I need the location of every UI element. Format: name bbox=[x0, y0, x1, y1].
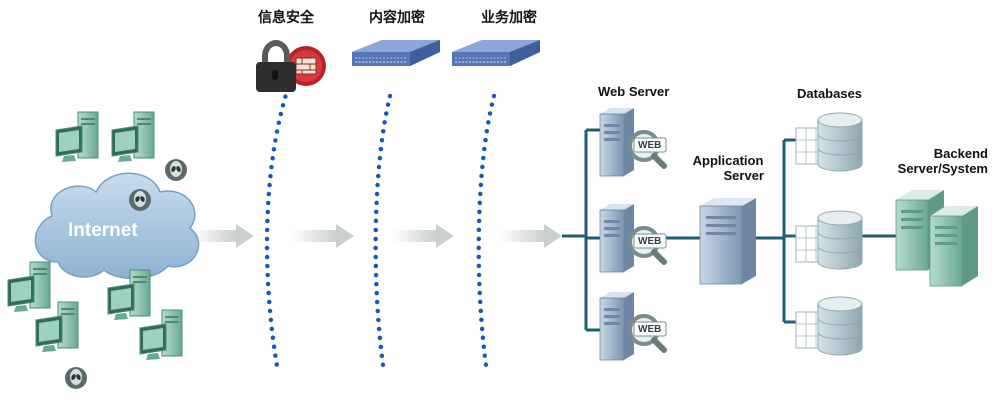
backend-server-icon bbox=[929, 205, 979, 287]
web-server-label: Web Server bbox=[598, 84, 670, 99]
backend-label-line2: Server/System bbox=[897, 161, 988, 176]
application-server-label-line1: Application bbox=[692, 153, 764, 168]
database-icon bbox=[795, 112, 863, 172]
network-appliance-icon bbox=[351, 39, 441, 67]
business-encryption-dotted-line bbox=[476, 93, 497, 375]
application-server-label-line2: Server bbox=[723, 168, 764, 183]
security-dotted-line bbox=[264, 85, 291, 375]
client-computer-icon bbox=[55, 111, 99, 163]
flow-arrow bbox=[500, 224, 562, 248]
client-computer-icon bbox=[7, 261, 51, 313]
flow-arrow bbox=[192, 224, 254, 248]
content-encryption-dotted-line bbox=[373, 93, 393, 375]
lock-firewall-icon bbox=[256, 40, 326, 92]
database-icon bbox=[795, 210, 863, 270]
internet-cloud bbox=[34, 172, 200, 280]
network-appliance-icon bbox=[451, 39, 541, 67]
network-connectors bbox=[562, 128, 896, 332]
database-icon bbox=[795, 296, 863, 356]
databases-label: Databases bbox=[797, 86, 863, 101]
alien-threat-icon bbox=[165, 159, 187, 181]
security-label: 信息安全 bbox=[258, 10, 314, 26]
backend-label-line1: Backend bbox=[933, 146, 988, 161]
alien-threat-icon bbox=[65, 367, 87, 389]
web-badge: WEB bbox=[638, 324, 662, 335]
flow-arrow bbox=[392, 224, 454, 248]
client-computer-icon bbox=[35, 301, 79, 353]
web-badge: WEB bbox=[638, 236, 662, 247]
web-badge: WEB bbox=[638, 140, 662, 151]
alien-threat-icon bbox=[129, 189, 151, 211]
client-computer-icon bbox=[139, 309, 183, 361]
client-computer-icon bbox=[111, 111, 155, 163]
backend-label: Backend Server/System bbox=[880, 146, 988, 176]
application-server-icon bbox=[699, 198, 756, 285]
flow-arrow bbox=[292, 224, 354, 248]
application-server-label: Application Server bbox=[688, 153, 768, 183]
internet-label: Internet bbox=[68, 220, 138, 241]
business-encryption-label: 业务加密 bbox=[481, 10, 537, 26]
content-encryption-label: 内容加密 bbox=[369, 10, 425, 26]
